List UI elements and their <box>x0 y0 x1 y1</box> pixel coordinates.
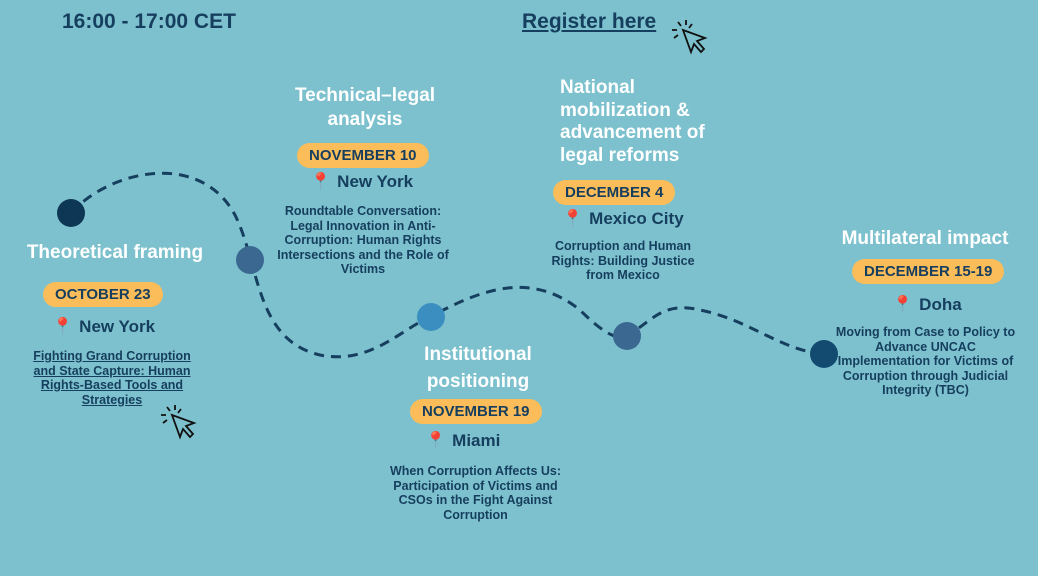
stage-label: Technical–legal analysis <box>294 85 436 130</box>
event-title: Corruption and Human Rights: Building Ju… <box>551 239 695 282</box>
location: 📍Mexico City <box>562 209 684 228</box>
date-pill: DECEMBER 4 <box>553 180 676 205</box>
map-pin-icon: 📍 <box>425 431 447 450</box>
stage-label: Multilateral impact <box>841 228 1009 249</box>
timeline-dot <box>810 340 838 368</box>
timeline-dot <box>57 199 85 227</box>
map-pin-icon: 📍 <box>310 172 332 191</box>
cursor-click-icon <box>161 405 197 440</box>
timeline-dot <box>417 303 445 331</box>
date-pill: DECEMBER 15-19 <box>852 259 1005 284</box>
register-link[interactable]: Register here <box>522 10 657 33</box>
event-title-link[interactable]: Fighting Grand Corruption and State Capt… <box>33 349 191 407</box>
date-pill: NOVEMBER 10 <box>297 143 429 168</box>
timeline-dot <box>613 322 641 350</box>
stage-label: Theoretical framing <box>26 242 204 263</box>
location: 📍New York <box>310 172 414 191</box>
date-pill: NOVEMBER 19 <box>410 399 542 424</box>
time-label: 16:00 - 17:00 CET <box>62 10 236 33</box>
map-pin-icon: 📍 <box>892 295 914 314</box>
location: 📍New York <box>52 317 156 336</box>
stage-label: National mobilization & advancement of l… <box>560 77 705 166</box>
stage-label: Institutional positioning <box>424 344 532 392</box>
timeline-dot <box>236 246 264 274</box>
event-title: Roundtable Conversation: Legal Innovatio… <box>277 204 449 276</box>
location: 📍Miami <box>425 431 501 450</box>
event-title: Moving from Case to Policy to Advance UN… <box>835 325 1016 397</box>
date-pill: OCTOBER 23 <box>43 282 163 307</box>
map-pin-icon: 📍 <box>52 317 74 336</box>
map-pin-icon: 📍 <box>562 209 584 228</box>
event-title: When Corruption Affects Us: Participatio… <box>389 464 562 522</box>
location: 📍Doha <box>892 295 962 314</box>
cursor-click-icon <box>672 20 708 55</box>
